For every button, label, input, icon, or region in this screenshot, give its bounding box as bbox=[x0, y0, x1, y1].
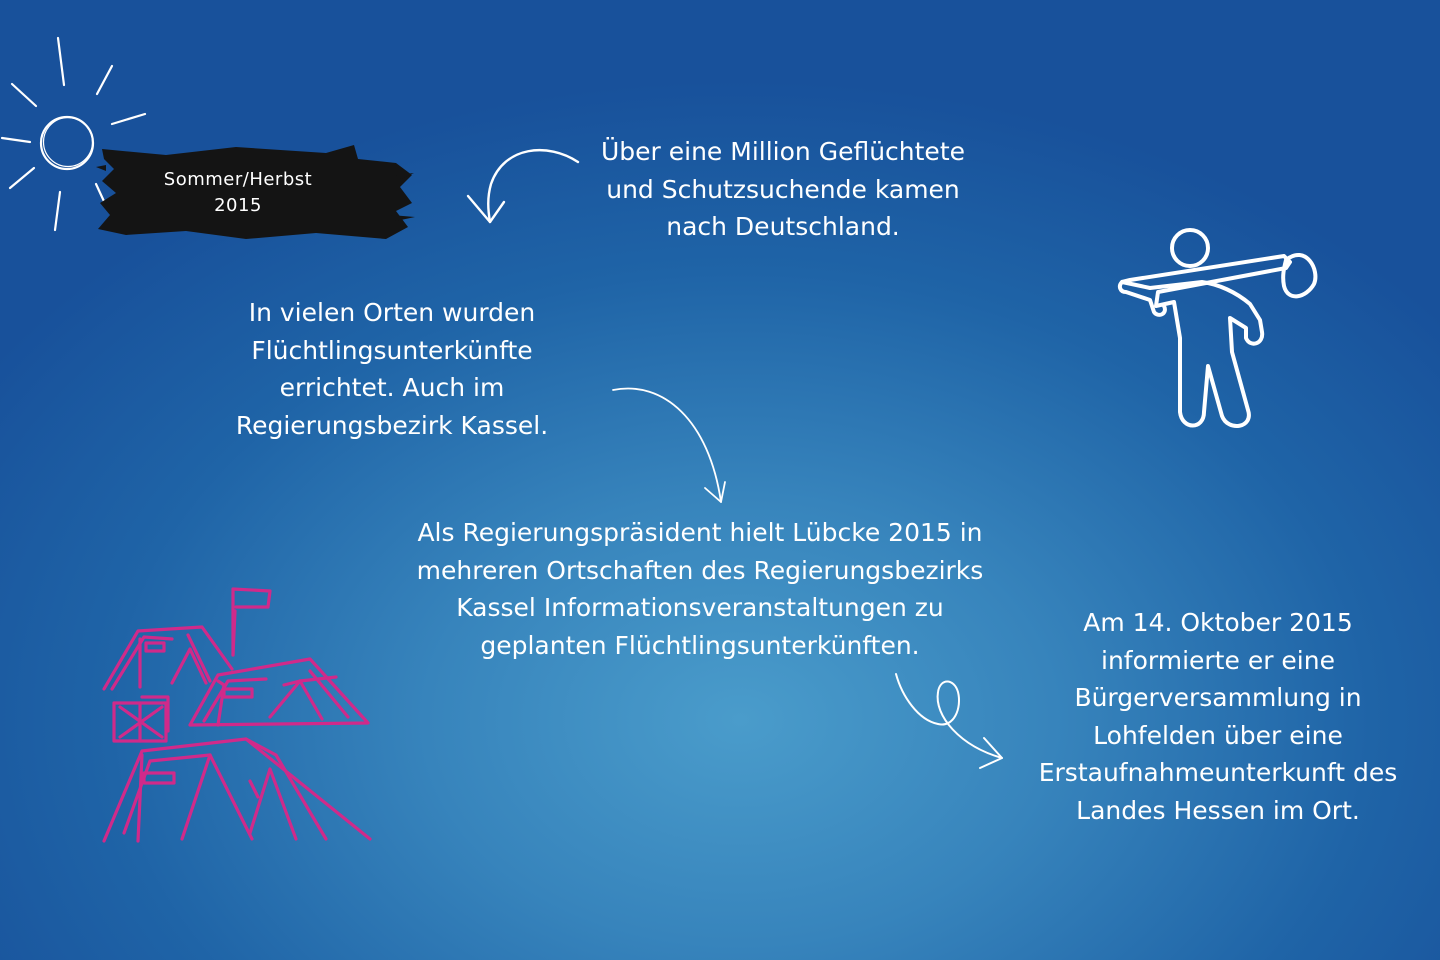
october-meeting-text: Am 14. Oktober 2015 informierte er eine … bbox=[1038, 608, 1398, 825]
sun-icon bbox=[0, 36, 147, 232]
person-with-bundle-icon bbox=[1117, 228, 1318, 428]
date-badge: Sommer/Herbst 2015 bbox=[96, 145, 416, 241]
luebcke-events-text: Als Regierungspräsident hielt Lübcke 201… bbox=[416, 518, 984, 660]
curved-arrow-down-icon bbox=[612, 387, 726, 503]
loop-arrow-right-icon bbox=[895, 673, 1003, 769]
curved-arrow-left-icon bbox=[466, 148, 580, 224]
tent-camp-icon bbox=[102, 587, 372, 843]
date-label: Sommer/Herbst 2015 bbox=[163, 169, 313, 216]
shelters-text: In vielen Orten wurden Flüchtlingsunterk… bbox=[235, 298, 549, 440]
refugees-text: Über eine Million Geflüchtete und Schutz… bbox=[600, 137, 965, 241]
brush-stroke-background bbox=[96, 145, 415, 239]
